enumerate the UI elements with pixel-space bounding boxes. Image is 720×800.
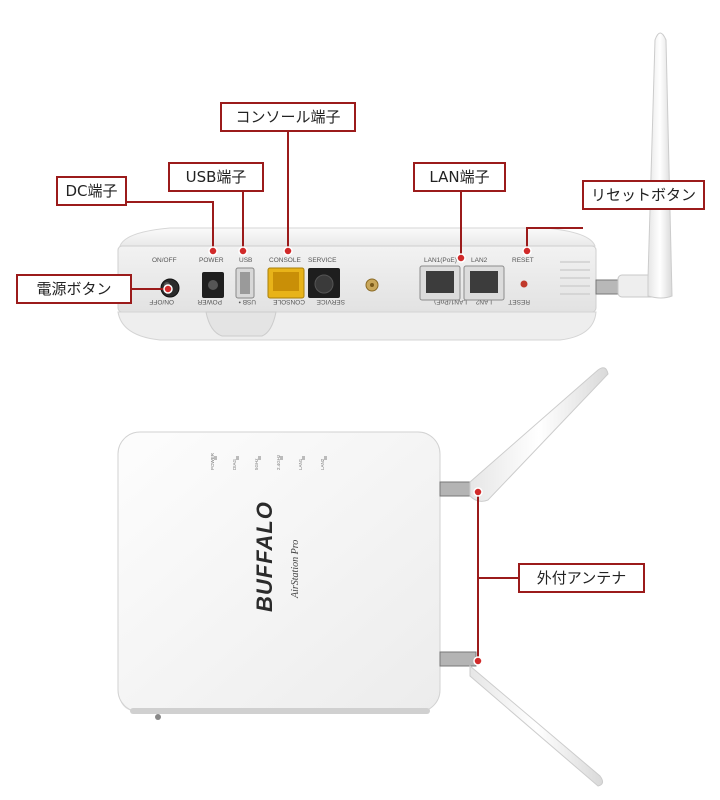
label-usb: USB [239,257,252,264]
dot-lan-port [456,253,466,263]
front-bottom-shadow [130,708,430,714]
callout-lan-port: LAN端子 [413,162,506,192]
upper-antenna [469,367,609,502]
callout-reset-button: リセットボタン [582,180,705,210]
console-port-inner [273,272,299,291]
dot-power-button [163,284,173,294]
label-lan1: LAN1(PoE) [424,257,457,264]
led-24ghz [280,456,283,460]
line-dc-port [125,201,214,250]
led-lan2 [324,456,327,460]
label-reset: RESET [512,257,534,264]
antenna-connector [595,279,621,295]
rear-antenna [647,32,673,299]
label-lower-lan2: LAN2 [475,298,492,305]
callout-power-button: 電源ボタン [16,274,132,304]
dot-antenna-upper [473,487,483,497]
dot-dc-port [208,246,218,256]
led-diag [236,456,239,460]
label-power: POWER [199,257,224,264]
line-reset-button [526,227,583,250]
dot-usb-port [238,246,248,256]
rear-view-device: ON/OFF POWER USB CONSOLE SERVICE LAN1(Po… [117,32,673,341]
led-label-lan2: LAN2 [320,458,325,470]
label-lower-lan1: LAN1(PoE) [434,298,467,305]
callout-dc-port: DC端子 [56,176,127,206]
dot-reset-button [522,246,532,256]
led-label-lan1: LAN1 [298,458,303,470]
usb-port-tongue [240,272,250,294]
reset-button [520,280,528,288]
sub-brand-logo: AirStation Pro [290,540,301,599]
callout-console-port: コンソール端子 [220,102,356,132]
led-lan1 [302,456,305,460]
line-antenna [477,492,518,661]
label-lower-reset: RESET [508,298,530,305]
front-foot [155,714,161,720]
label-lower-console: CONSOLE [273,298,305,305]
dc-jack-hole [208,280,218,290]
lan1-port-inner [426,271,454,293]
lan2-port-inner [470,271,498,293]
grounding-screw-center [370,283,374,287]
led-label-24ghz: 2.4GHz [276,454,281,470]
service-port-socket [314,274,334,294]
front-view-device: POWER DIAG 5GHz 2.4GHz LAN1 LAN2 BUFFALO… [117,367,609,787]
rear-lid [119,227,596,247]
led-label-5ghz: 5GHz [254,458,259,470]
callout-external-antenna: 外付アンテナ [518,563,645,593]
label-on-off: ON/OFF [152,257,177,264]
led-5ghz [258,456,261,460]
lower-antenna-mount [439,651,477,667]
label-lower-service: SERVICE [316,298,345,305]
led-label-diag: DIAG [232,458,237,470]
rear-stand [205,311,277,337]
rear-base [117,311,597,341]
front-face [117,431,441,713]
callout-lines [125,131,583,661]
label-console: CONSOLE [269,257,301,264]
led-label-power: POWER [210,452,215,470]
led-power [214,456,217,460]
label-lan2: LAN2 [471,257,488,264]
brand-logo: BUFFALO [252,501,277,612]
label-lower-power: POWER [197,298,222,305]
led-group: POWER DIAG 5GHz 2.4GHz LAN1 LAN2 [210,452,327,470]
callout-usb-port: USB端子 [168,162,264,192]
callout-dots [163,246,532,666]
lower-antenna [469,664,604,787]
dot-console-port [283,246,293,256]
label-service: SERVICE [308,257,337,264]
label-lower-on-off: ON/OFF [149,298,174,305]
label-lower-usb: USB • [238,298,256,305]
dot-antenna-lower [473,656,483,666]
rear-vents [560,261,590,295]
